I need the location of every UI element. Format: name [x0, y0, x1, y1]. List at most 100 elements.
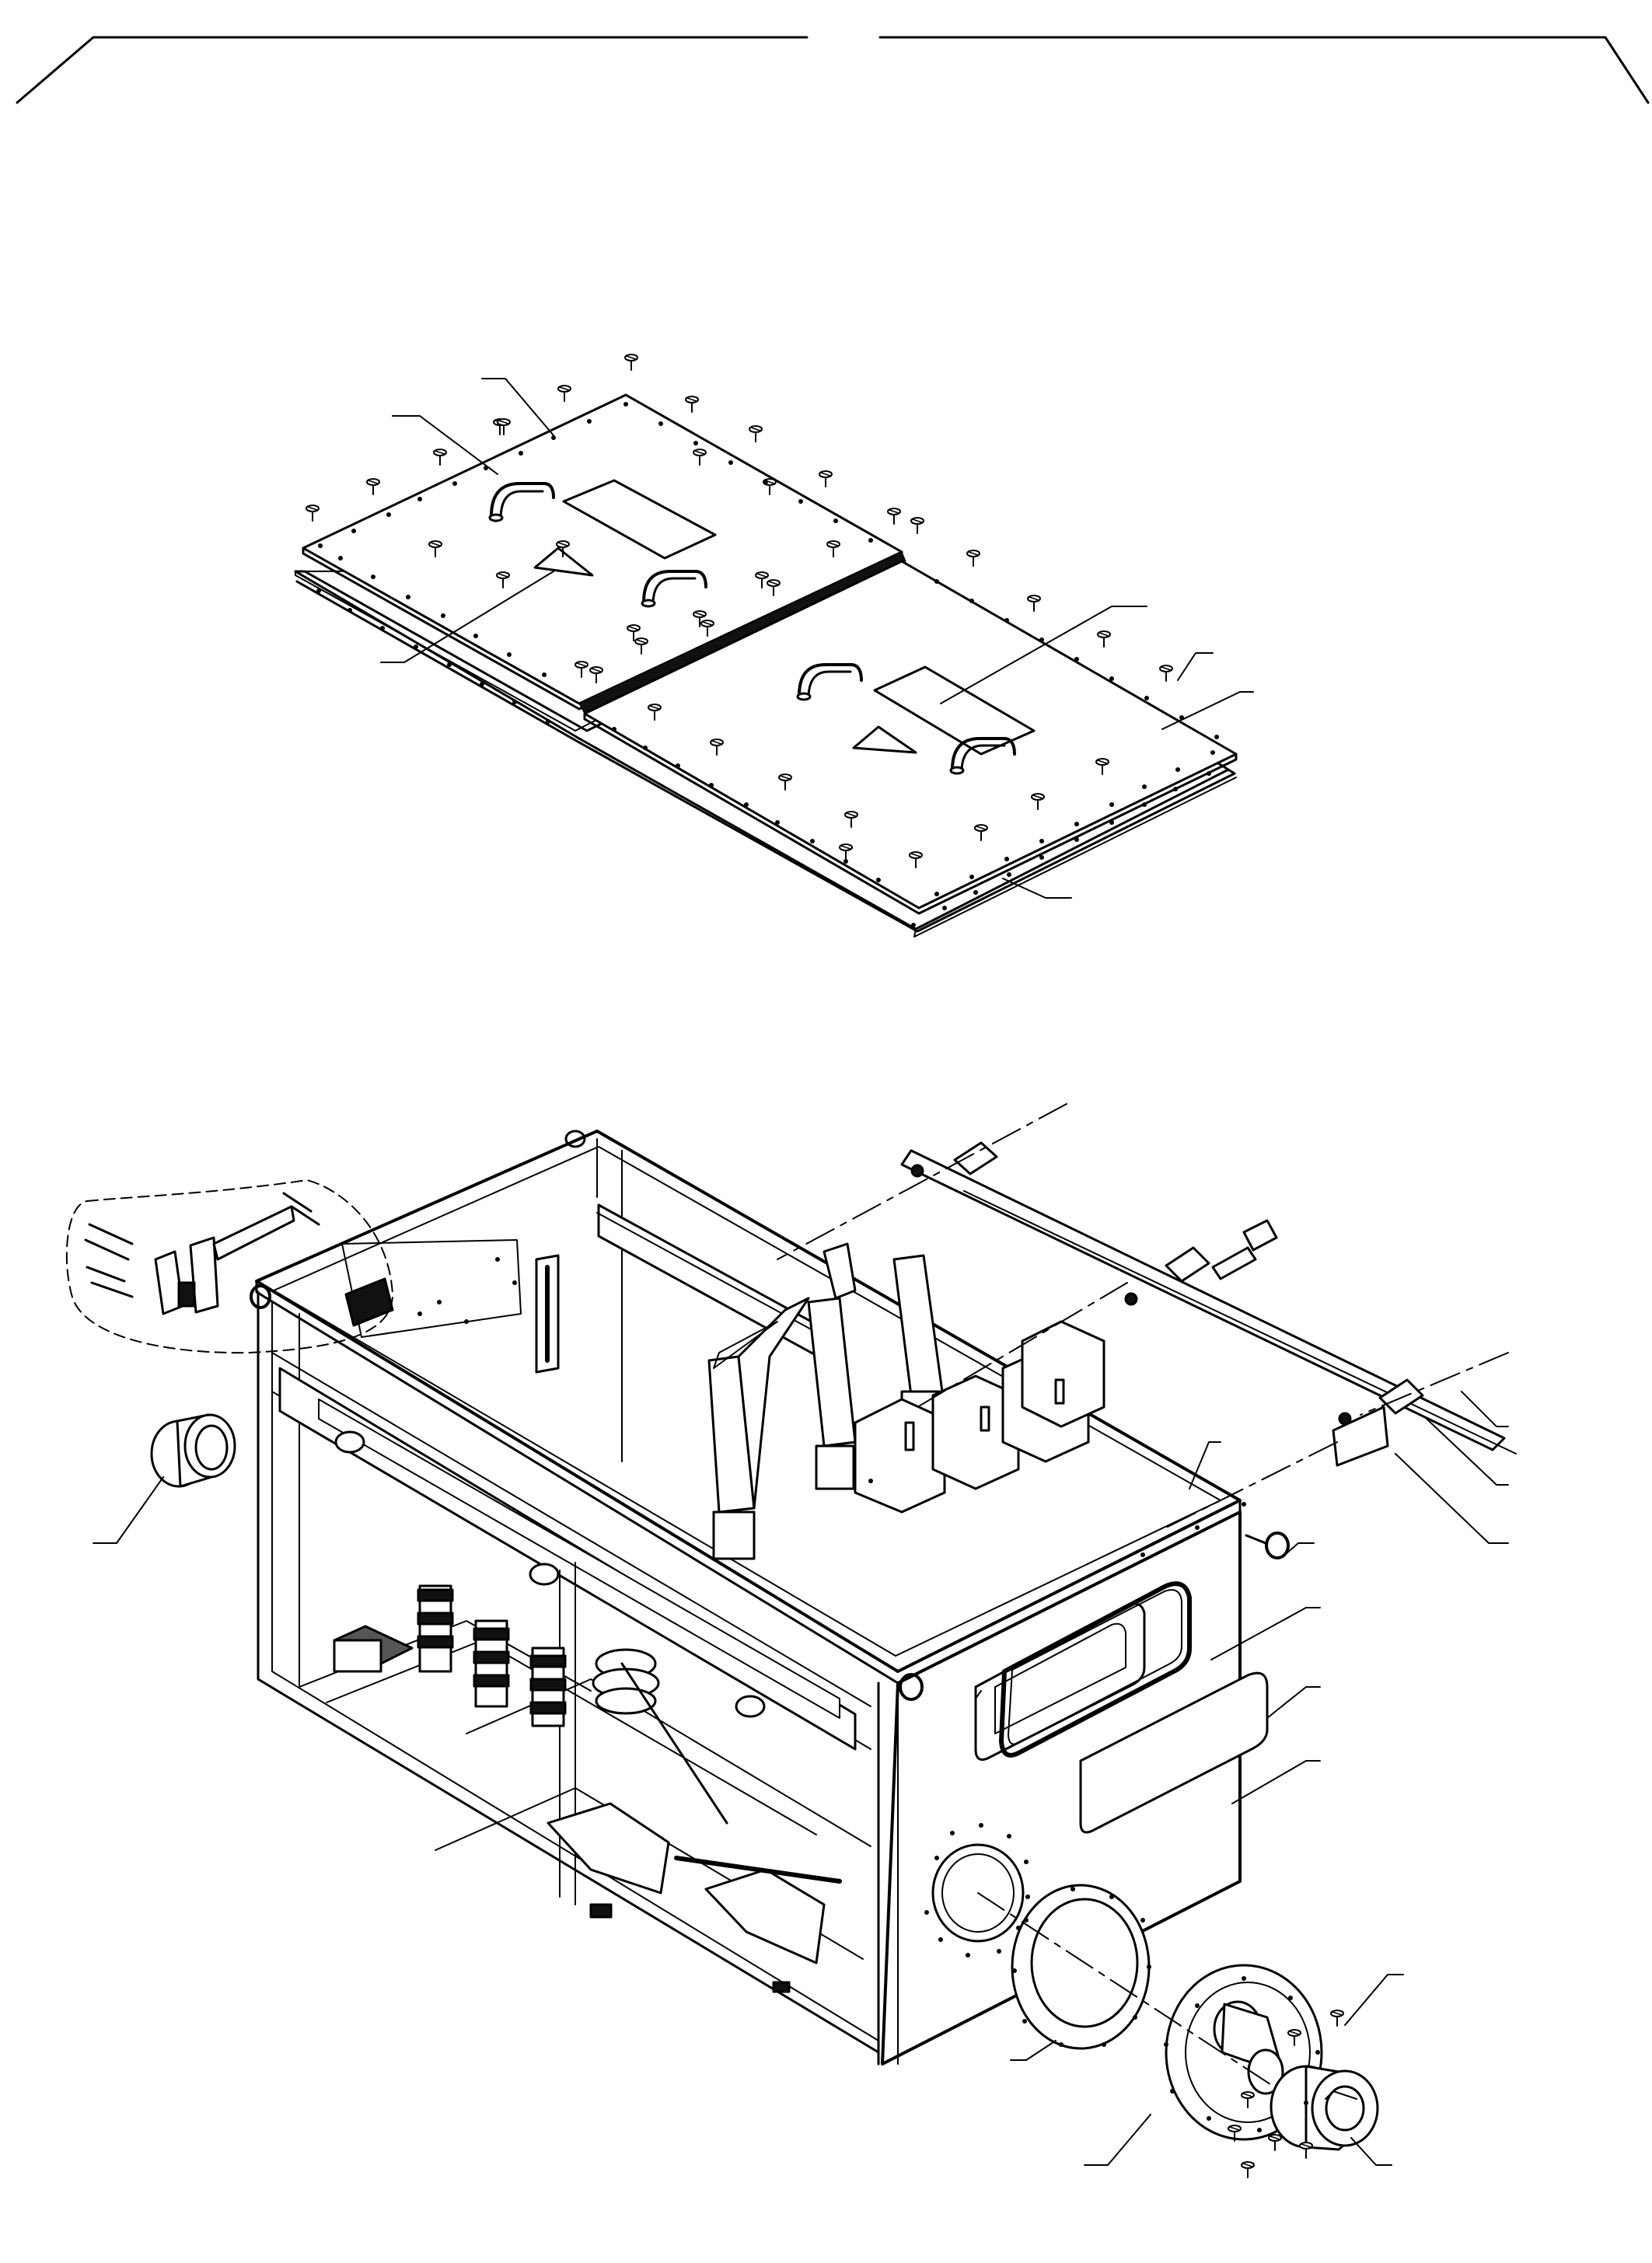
- terminal-board-detail: [65, 1179, 393, 1354]
- mounting-hole: [1070, 1887, 1075, 1891]
- mounting-hole: [1140, 1918, 1145, 1923]
- mounting-hole: [1242, 1976, 1246, 1981]
- screw-icon: [497, 418, 511, 435]
- mounting-hole: [587, 419, 592, 424]
- mounting-hole: [1214, 735, 1219, 739]
- screw-icon: [778, 774, 792, 791]
- screw-icon: [306, 505, 320, 522]
- header-border: [16, 36, 1650, 104]
- screw-icon: [685, 396, 699, 413]
- mounting-hole: [417, 497, 422, 501]
- mounting-hole: [351, 529, 356, 533]
- mounting-hole: [1016, 1926, 1021, 1930]
- callout-leaders-top: [380, 378, 1254, 899]
- mounting-hole: [966, 1953, 970, 1957]
- cap-screw-icon: [1241, 2161, 1255, 2178]
- screw-icon: [1095, 758, 1109, 775]
- mounting-hole: [1179, 715, 1184, 720]
- screw-icon: [627, 624, 641, 641]
- screw-icon: [966, 550, 980, 567]
- mounting-hole: [973, 890, 978, 895]
- mounting-hole: [348, 608, 352, 613]
- screw-icon: [910, 517, 924, 534]
- mounting-hole: [1059, 2042, 1063, 2047]
- mounting-hole: [798, 499, 803, 504]
- screw-icon: [624, 354, 638, 371]
- terminal-strip: [344, 1277, 394, 1327]
- mounting-hole: [512, 700, 517, 704]
- handle-upper-2: [641, 570, 707, 608]
- insulator-bushing: [150, 1413, 236, 1488]
- mounting-hole: [1109, 676, 1114, 681]
- handle-lower-1: [796, 663, 863, 701]
- cap-screw-icon: [1330, 2010, 1344, 2027]
- mounting-hole: [1102, 2042, 1106, 2047]
- spacer-2: [1165, 1246, 1210, 1283]
- screw-icon: [589, 666, 603, 683]
- mounting-hole: [1140, 1552, 1145, 1557]
- screw-icon: [557, 385, 571, 402]
- mounting-hole: [1007, 1834, 1011, 1839]
- mounting-hole: [979, 1823, 983, 1828]
- mounting-hole: [484, 466, 488, 470]
- bottom-plate-2: [704, 1868, 826, 1964]
- mounting-hole: [1210, 750, 1215, 755]
- mounting-hole: [1004, 618, 1009, 623]
- screw-icon: [693, 610, 707, 627]
- mounting-hole: [643, 746, 648, 750]
- mounting-hole: [1304, 2101, 1308, 2105]
- mounting-hole: [417, 1311, 422, 1316]
- contactor-1: [707, 1297, 810, 1560]
- mounting-hole: [938, 1937, 943, 1942]
- mounting-hole: [969, 875, 974, 879]
- cover-holes: [316, 402, 1219, 927]
- mounting-hole: [1173, 787, 1178, 791]
- mounting-hole: [1147, 1964, 1151, 1969]
- mounting-hole: [1024, 1918, 1029, 1923]
- mounting-hole: [676, 763, 680, 768]
- mounting-hole: [480, 682, 484, 686]
- mounting-hole: [1074, 837, 1079, 842]
- mounting-hole: [1195, 2003, 1200, 2008]
- cap-screws: [1228, 2010, 1344, 2178]
- mounting-hole: [507, 652, 512, 657]
- screw-icon: [648, 704, 662, 721]
- mounting-hole: [386, 512, 391, 517]
- mounting-hole: [1175, 767, 1180, 772]
- bottom-plate-1: [547, 1802, 670, 1895]
- mounting-hole: [473, 634, 478, 638]
- mounting-hole: [763, 480, 768, 484]
- screw-icon: [909, 851, 923, 868]
- mounting-hole: [623, 402, 628, 407]
- mounting-hole: [810, 839, 815, 843]
- mounting-hole: [934, 892, 939, 896]
- heatsink: [333, 1625, 414, 1673]
- screw-icon: [749, 425, 763, 442]
- mounting-hole: [833, 519, 838, 523]
- mounting-hole: [950, 1831, 955, 1835]
- mounting-hole: [934, 579, 939, 584]
- mounting-hole: [1195, 1525, 1200, 1530]
- mounting-hole: [969, 599, 974, 603]
- mounting-hole: [406, 595, 410, 599]
- screw-icon: [575, 661, 589, 678]
- cross-beam: [597, 1203, 841, 1370]
- screw-icon: [700, 620, 714, 637]
- mounting-hole: [1109, 820, 1114, 825]
- screw-icon: [1027, 595, 1041, 612]
- enclosure-holes: [417, 1257, 1320, 2132]
- mounting-hole: [1170, 2089, 1175, 2094]
- mounting-hole: [1039, 839, 1044, 843]
- mounting-hole: [658, 421, 663, 426]
- screw-icon: [767, 579, 781, 596]
- bolt: [1211, 1246, 1257, 1280]
- mounting-hole: [546, 719, 550, 724]
- mounting-hole: [551, 435, 556, 440]
- explosion-lines: [777, 1103, 1509, 2088]
- screw-icon: [710, 739, 724, 756]
- cover-panel-assembly: [294, 378, 1254, 938]
- screw-icon: [844, 811, 858, 828]
- contactor-2: [807, 1242, 857, 1490]
- mounting-hole: [709, 783, 714, 788]
